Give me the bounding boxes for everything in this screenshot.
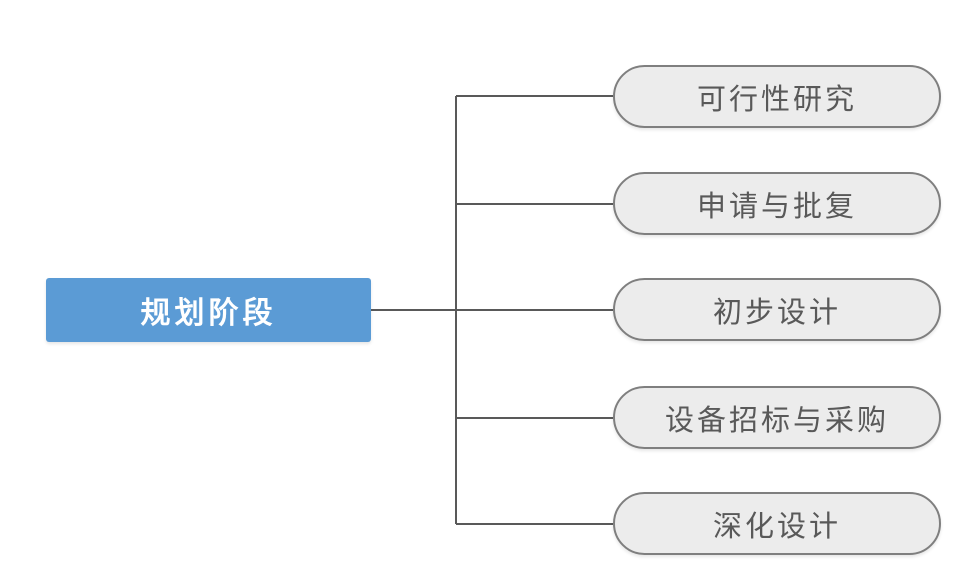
child-node-label: 申请与批复 [696, 190, 857, 223]
child-node-feasibility-study[interactable]: 可行性研究 [613, 65, 941, 128]
child-node-label: 深化设计 [712, 510, 841, 543]
root-node-label: 规划阶段 [140, 297, 277, 330]
child-node-label: 可行性研究 [696, 83, 857, 116]
child-node-detailed-design[interactable]: 深化设计 [613, 492, 941, 555]
child-node-label: 设备招标与采购 [664, 404, 889, 437]
child-node-label: 初步设计 [712, 296, 841, 329]
child-node-equipment-bidding-procurement[interactable]: 设备招标与采购 [613, 386, 941, 449]
child-node-preliminary-design[interactable]: 初步设计 [613, 278, 941, 341]
child-node-application-approval[interactable]: 申请与批复 [613, 172, 941, 235]
root-node-planning-phase[interactable]: 规划阶段 [46, 278, 371, 342]
